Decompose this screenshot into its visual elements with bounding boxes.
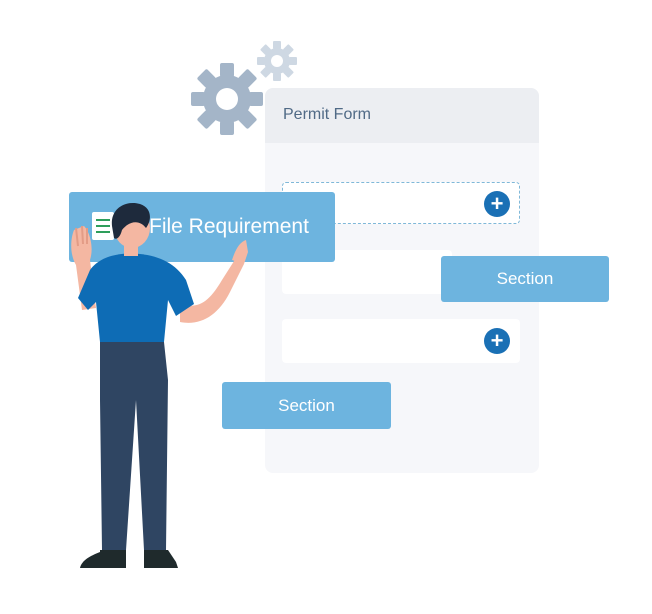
gear-icon — [257, 41, 297, 81]
file-requirement-label: File Requirement — [149, 215, 309, 238]
form-row — [282, 319, 520, 363]
form-title: Permit Form — [283, 106, 371, 123]
section-card[interactable]: Section — [222, 382, 391, 429]
document-icon — [92, 212, 114, 240]
form-header: Permit Form — [265, 88, 539, 143]
add-field-button[interactable]: + — [484, 328, 510, 354]
section-label: Section — [278, 395, 335, 415]
plus-icon: + — [490, 328, 504, 353]
person-illustration — [71, 202, 248, 568]
gear-icon — [191, 63, 263, 135]
section-label: Section — [496, 269, 554, 288]
plus-icon: + — [490, 191, 504, 216]
add-field-button[interactable]: + — [484, 191, 510, 217]
section-card[interactable]: Section — [441, 256, 609, 302]
